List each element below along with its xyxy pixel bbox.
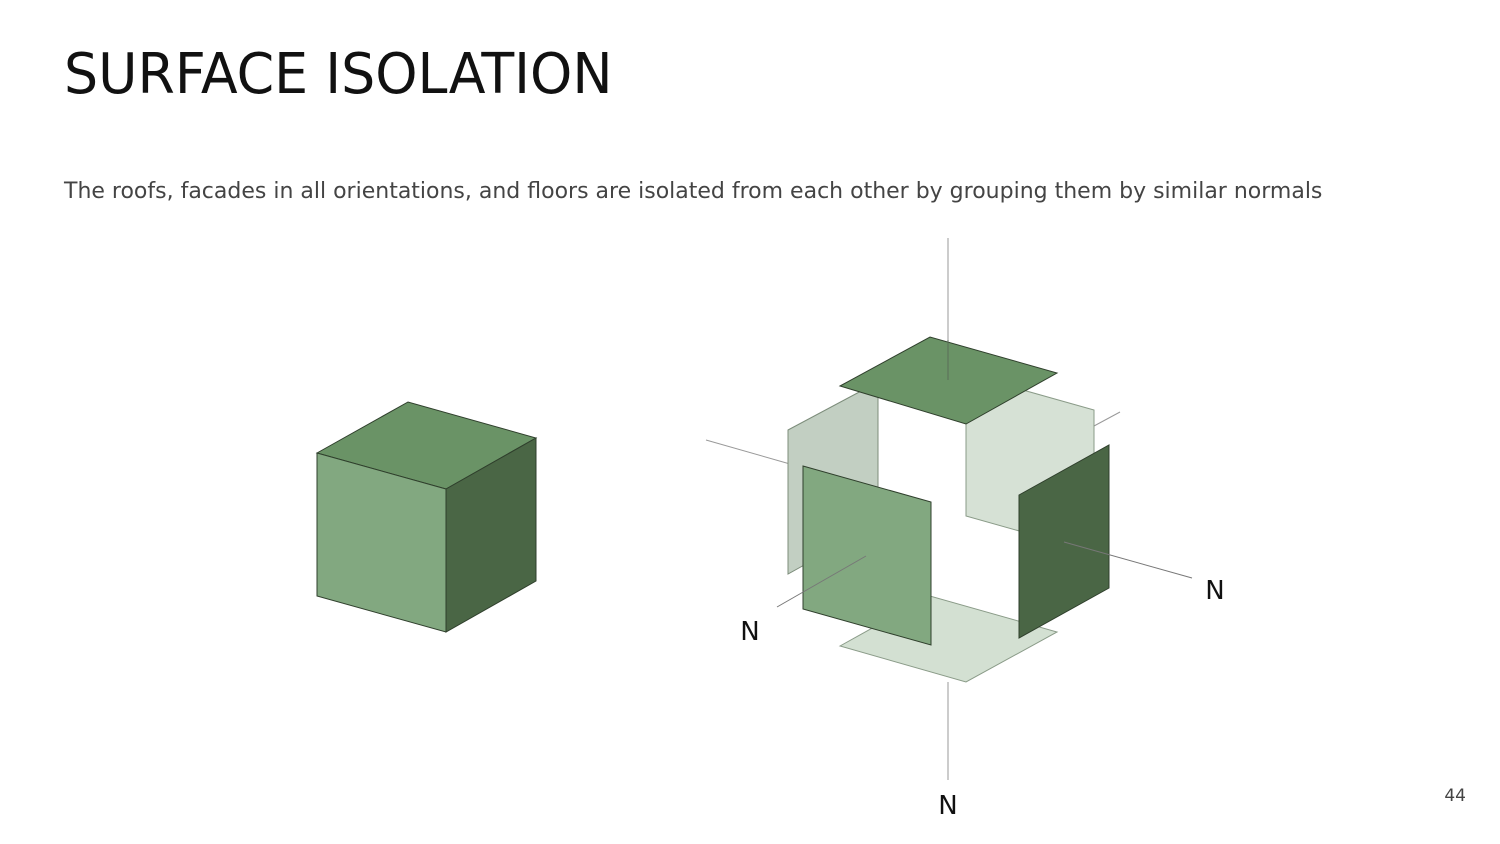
solid-cube-side-face bbox=[445, 437, 537, 633]
back-right-axis-line bbox=[1093, 411, 1121, 427]
normal-label-bottom: N bbox=[938, 791, 957, 821]
right-normal-line bbox=[1063, 541, 1193, 579]
left-axis-line bbox=[705, 439, 791, 465]
normal-label-left: N bbox=[740, 617, 759, 647]
slide-title: SURFACE ISOLATION bbox=[64, 42, 613, 107]
front-left-normal-line bbox=[776, 555, 867, 608]
front-left-facade bbox=[802, 465, 932, 646]
exploded-cube: N N N bbox=[705, 238, 1225, 821]
normal-label-right: N bbox=[1205, 576, 1224, 606]
slide-description: The roofs, facades in all orientations, … bbox=[64, 179, 1323, 204]
solid-cube bbox=[315, 401, 538, 633]
right-facade bbox=[1018, 444, 1110, 639]
page-number: 44 bbox=[1444, 786, 1466, 806]
roof-plane bbox=[838, 336, 1059, 425]
